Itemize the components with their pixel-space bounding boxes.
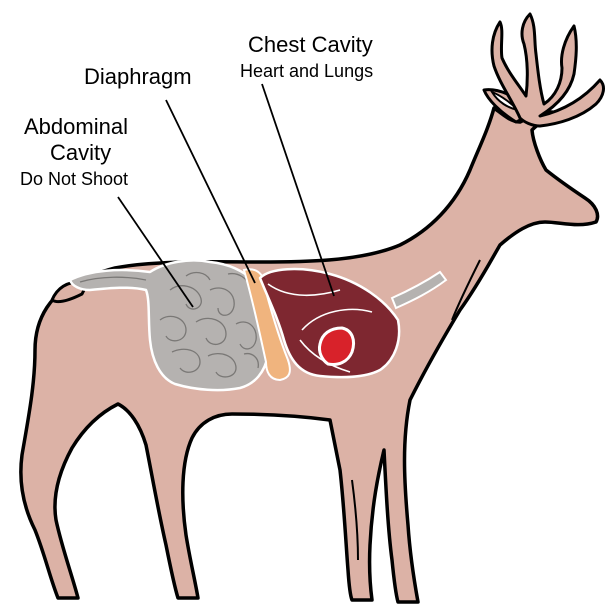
abdominal-label: Abdominal <box>24 116 128 138</box>
heart-and-lungs-label: Heart and Lungs <box>240 62 373 80</box>
diaphragm-label: Diaphragm <box>84 66 192 88</box>
do-not-shoot-label: Do Not Shoot <box>20 170 128 188</box>
heart <box>319 328 353 365</box>
chest-cavity-label: Chest Cavity <box>248 34 373 56</box>
diaphragm-leader-line <box>166 100 255 283</box>
cavity-label: Cavity <box>50 142 111 164</box>
